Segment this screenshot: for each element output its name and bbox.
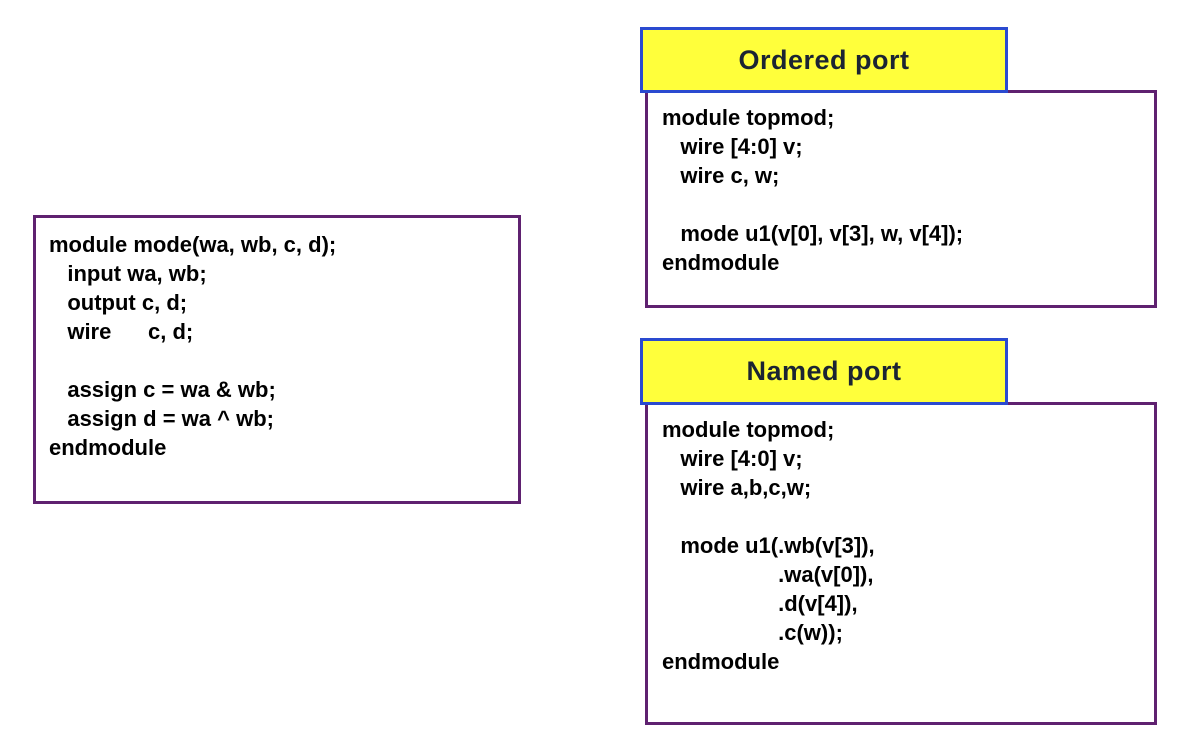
code-line: wire c, d; [49, 319, 194, 344]
code-line: .d(v[4]), [662, 591, 858, 616]
ordered-port-title: Ordered port [738, 44, 910, 75]
code-line: .c(w)); [662, 620, 843, 645]
code-line: module topmod; [662, 105, 835, 130]
code-line: wire [4:0] v; [662, 446, 803, 471]
code-line: assign c = wa & wb; [49, 377, 276, 402]
module-definition-code-box: module mode(wa, wb, c, d); input wa, wb;… [33, 215, 521, 504]
code-line: endmodule [49, 435, 167, 460]
code-line: wire c, w; [662, 163, 780, 188]
named-port-code-box: module topmod; wire [4:0] v; wire a,b,c,… [645, 402, 1157, 725]
named-port-title: Named port [746, 356, 902, 386]
code-line: endmodule [662, 250, 780, 275]
code-line: module mode(wa, wb, c, d); [49, 232, 337, 257]
ordered-port-code-box: module topmod; wire [4:0] v; wire c, w; … [645, 90, 1157, 308]
code-line: mode u1(.wb(v[3]), [662, 533, 875, 558]
code-line: input wa, wb; [49, 261, 207, 286]
code-line: output c, d; [49, 290, 188, 315]
code-line: wire a,b,c,w; [662, 475, 812, 500]
named-port-tab: Named port [640, 338, 1008, 405]
code-line: module topmod; [662, 417, 835, 442]
ordered-port-tab: Ordered port [640, 27, 1008, 93]
code-line [49, 346, 518, 375]
code-line: .wa(v[0]), [662, 562, 874, 587]
code-line: assign d = wa ^ wb; [49, 406, 274, 431]
code-line: wire [4:0] v; [662, 134, 803, 159]
code-line: endmodule [662, 649, 780, 674]
code-line [662, 502, 1154, 531]
code-line [662, 190, 1154, 219]
code-line: mode u1(v[0], v[3], w, v[4]); [662, 221, 964, 246]
